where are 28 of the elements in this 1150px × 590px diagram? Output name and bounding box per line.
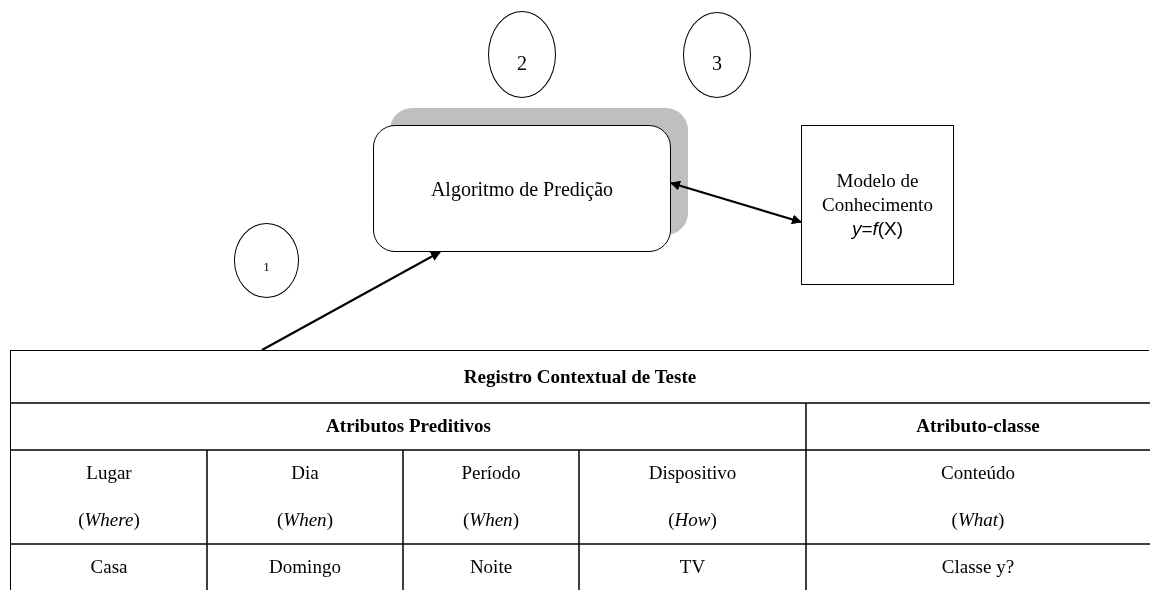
- box-label: Algoritmo de Predição: [430, 176, 614, 203]
- data-table: [10, 350, 1149, 590]
- model-box: [801, 125, 954, 285]
- table-value: Classe y?: [941, 555, 1015, 580]
- column-header: (How): [668, 508, 717, 533]
- process-box: [373, 125, 671, 252]
- arrow: [261, 251, 441, 351]
- table-value: Domingo: [269, 555, 341, 580]
- table-value: Casa: [90, 555, 128, 580]
- column-header: (When): [463, 508, 519, 533]
- column-header: (Where): [78, 508, 140, 533]
- callout-circle: 3: [683, 12, 751, 98]
- formula: y=f(X): [851, 217, 904, 241]
- column-group-header: Atributo-classe: [916, 414, 1040, 439]
- column-header: (When): [277, 508, 333, 533]
- table-title: Registro Contextual de Teste: [463, 365, 697, 389]
- column-group-header: Atributos Preditivos: [326, 414, 491, 439]
- column-header: Período: [461, 461, 521, 486]
- table-value: Noite: [469, 555, 513, 580]
- callout-circle: 2: [488, 11, 556, 98]
- column-header: Dia: [291, 461, 319, 486]
- column-header: Lugar: [86, 461, 132, 486]
- column-header: (What): [951, 508, 1005, 533]
- table-value: TV: [679, 555, 706, 580]
- callout-circle: 1: [234, 223, 299, 298]
- arrow: [670, 180, 802, 225]
- column-header: Dispositivo: [648, 461, 737, 486]
- column-header: Conteúdo: [941, 461, 1015, 486]
